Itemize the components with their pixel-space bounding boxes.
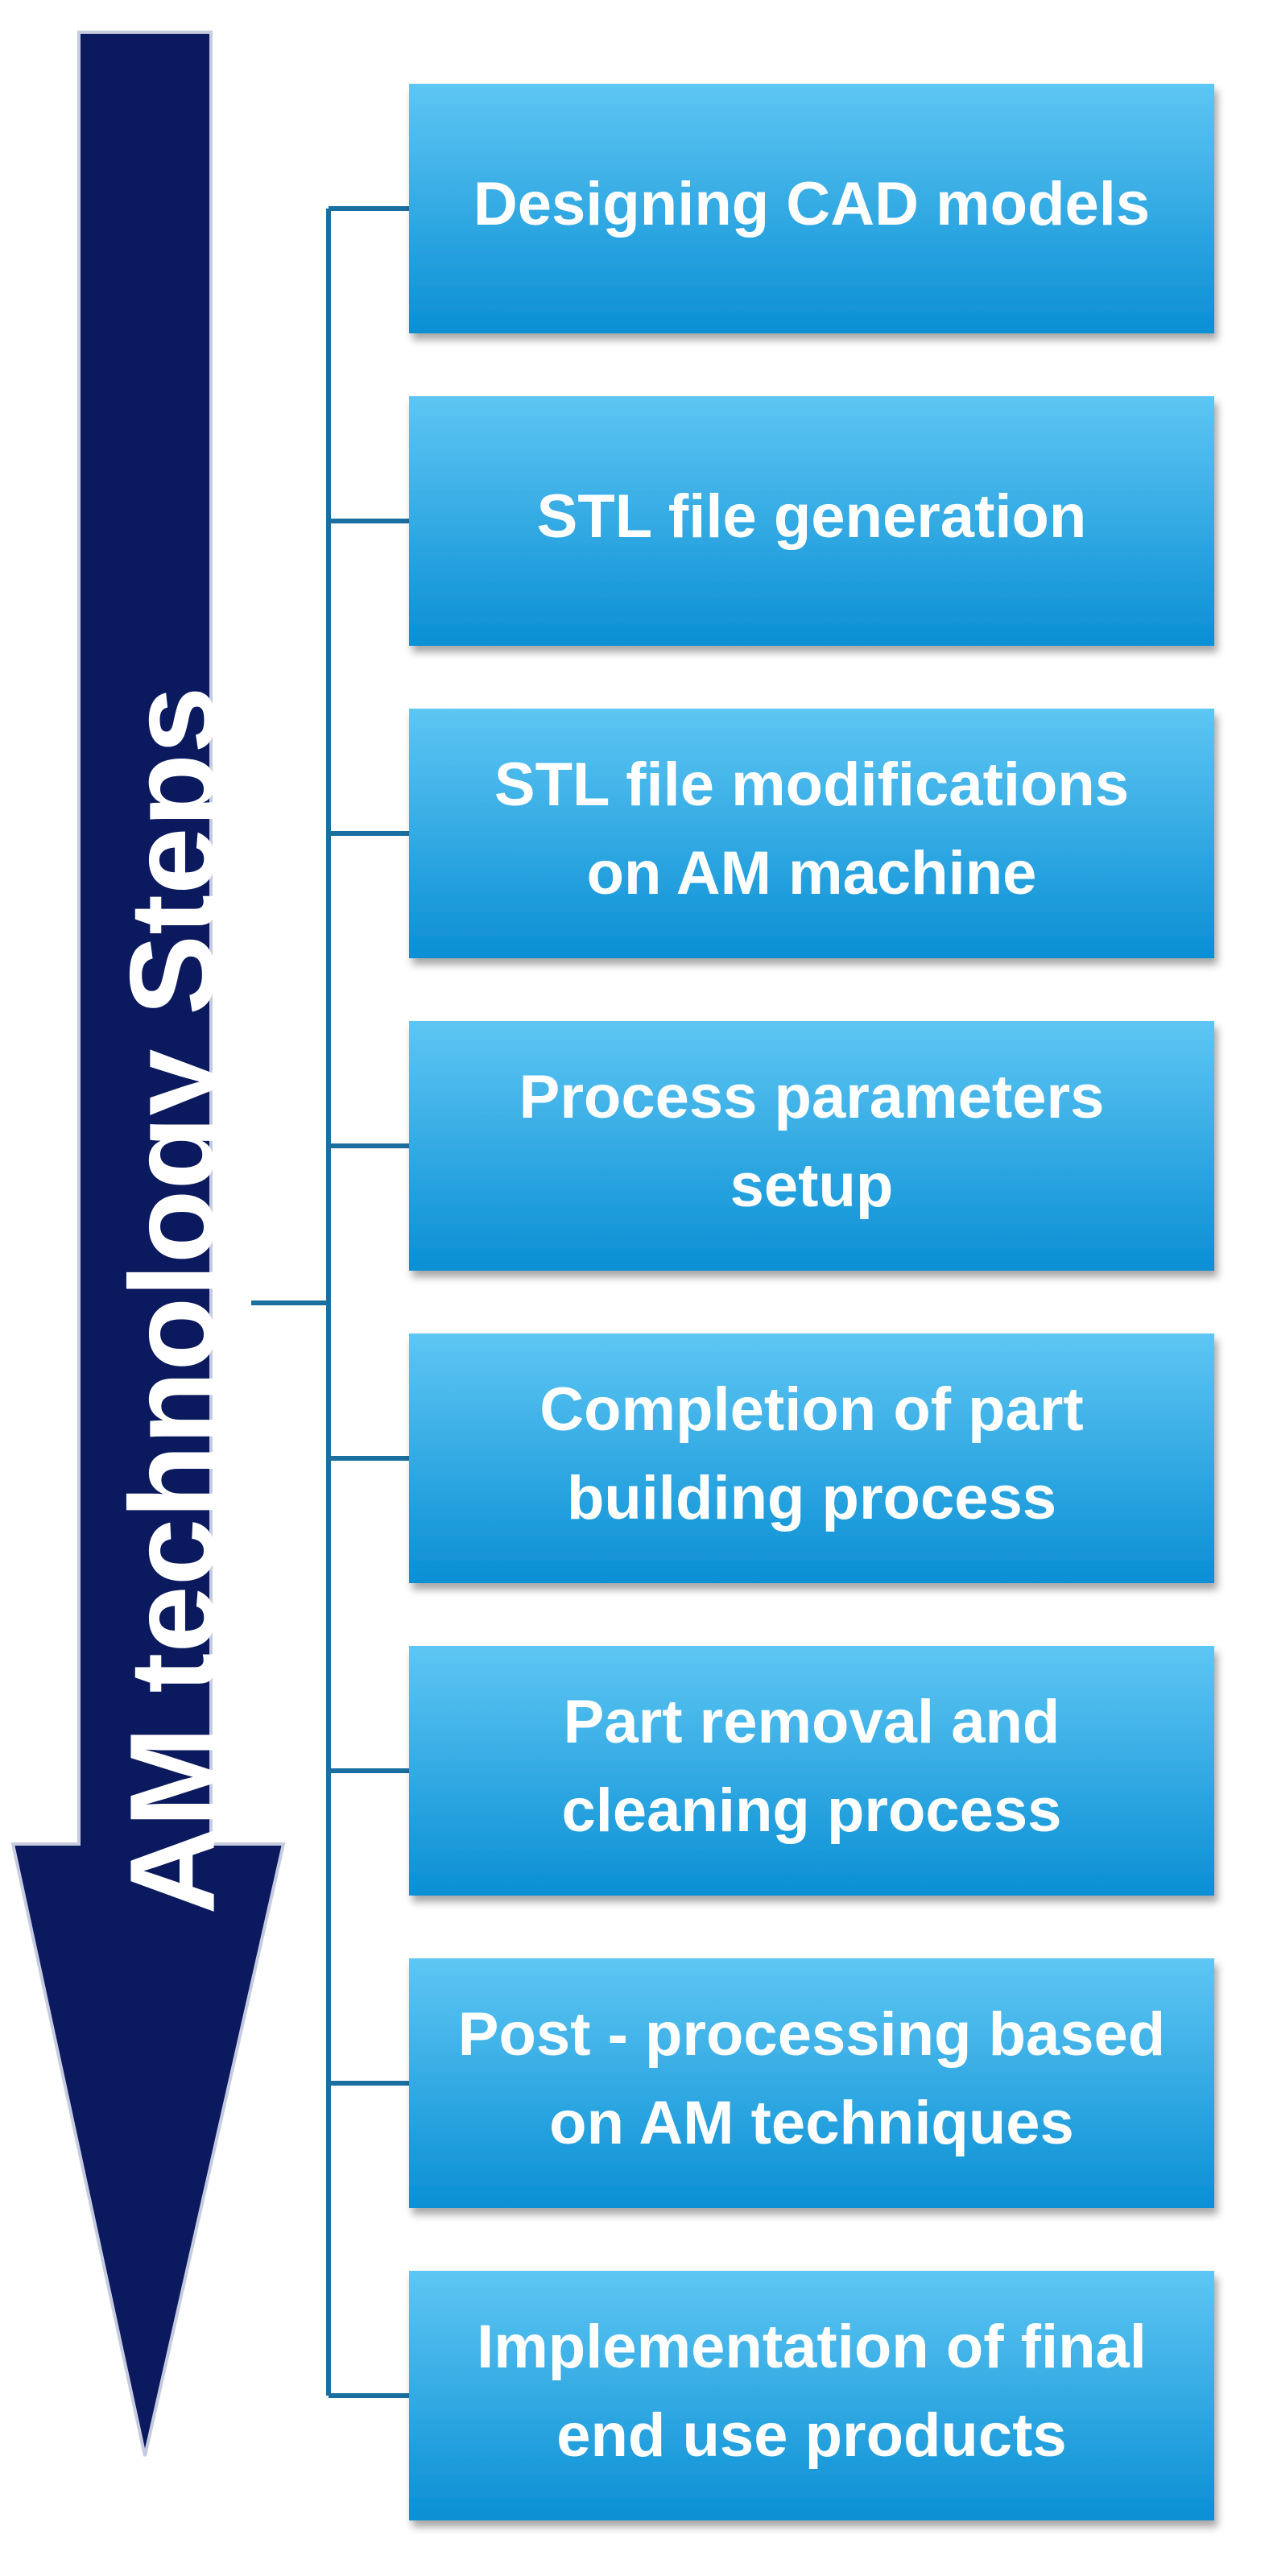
step-label-line: STL file generation: [537, 482, 1087, 551]
arrow-label: AM technology Steps: [105, 686, 240, 1914]
step-label-line: Part removal and: [564, 1688, 1060, 1756]
step-label-line: cleaning process: [562, 1776, 1062, 1845]
step-label-line: Implementation of final: [477, 2313, 1147, 2381]
step-label-line: Process parameters: [519, 1063, 1105, 1131]
step-box: Post - processing based on AM techniques: [409, 1958, 1214, 2208]
step-box: Completion of part building process: [409, 1333, 1214, 1583]
step-box-background: [409, 1646, 1214, 1896]
step-box: Designing CAD models: [409, 84, 1214, 333]
step-box: Process parameters setup: [409, 1021, 1214, 1271]
process-arrow: AM technology Steps: [10, 31, 286, 2457]
step-box-background: [409, 1333, 1214, 1583]
step-label-line: end use products: [556, 2401, 1066, 2470]
step-box-background: [409, 396, 1214, 646]
step-box: STL file modifications on AM machine: [409, 709, 1214, 958]
step-label-line: building process: [567, 1464, 1056, 1532]
step-box: Implementation of final end use products: [409, 2271, 1214, 2520]
step-label-line: Completion of part: [539, 1375, 1084, 1444]
step-box-background: [409, 1958, 1214, 2208]
step-label-line: setup: [730, 1152, 894, 1220]
step-label-line: Designing CAD models: [473, 170, 1150, 238]
step-label-line: STL file modifications: [494, 750, 1129, 819]
step-box: STL file generation: [409, 396, 1214, 646]
step-label-line: on AM techniques: [549, 2089, 1074, 2157]
step-box-background: [409, 1021, 1214, 1271]
step-label-line: on AM machine: [587, 839, 1037, 908]
step-box: Part removal and cleaning process: [409, 1646, 1214, 1896]
step-label-line: Post - processing based: [458, 2000, 1165, 2069]
step-box-background: [409, 84, 1214, 333]
connector-tree: [251, 206, 409, 2398]
down-arrow-icon: [10, 31, 286, 2457]
step-box-background: [409, 2271, 1214, 2520]
step-box-background: [409, 709, 1214, 958]
